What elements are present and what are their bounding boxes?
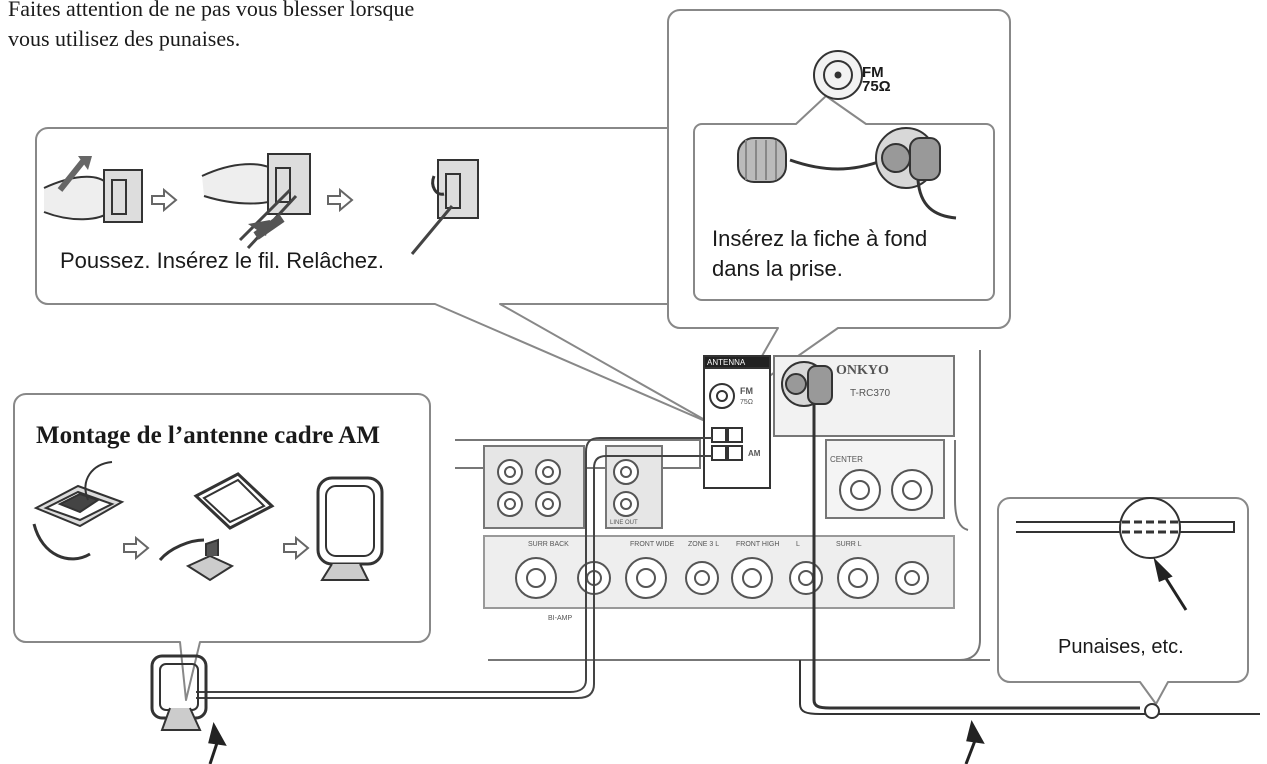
zone-label: ZONE 3 L: [688, 541, 719, 548]
line-out-label: LINE OUT: [610, 520, 638, 526]
panel-am-label: AM: [748, 449, 761, 458]
l-label: L: [796, 541, 800, 548]
arrow-icon: [123, 535, 310, 561]
am-loop-assembly-step-2: [158, 472, 275, 582]
warning-line-1: Faites attention de ne pas vous blesser …: [8, 0, 415, 21]
tacks-callout-box: [997, 497, 1249, 705]
surr-l-label: SURR L: [836, 541, 862, 548]
am-antenna-wire: [196, 437, 712, 699]
front-high-label: FRONT HIGH: [736, 541, 779, 548]
insert-plug-line-2: dans la prise.: [712, 256, 843, 281]
center-label: CENTER: [830, 455, 863, 464]
antenna-label: ANTENNA: [707, 358, 746, 367]
am-loop-assembly-step-3: [316, 476, 384, 581]
bi-amp-label: BI-AMP: [548, 615, 572, 622]
fm-jack-label: FM 75Ω: [862, 64, 891, 95]
insert-wire-step-illustration: [201, 153, 311, 250]
panel-fm-label: FM: [740, 386, 753, 396]
brand-logo: ONKYO: [836, 363, 889, 378]
model-label: T-RC370: [850, 388, 890, 399]
arrow-icon: [151, 187, 354, 213]
fm-jack-name: FM: [862, 64, 884, 81]
speaker-terminals: [497, 459, 933, 599]
antenna-terminal-block: [703, 355, 771, 489]
fm-plug-illustration: [737, 127, 957, 220]
tack-illustration: [1016, 497, 1235, 559]
pointer-arrow-icon: [208, 557, 1188, 764]
am-callout-box: [13, 393, 431, 701]
am-loop-title: Montage de l’antenne cadre AM: [36, 422, 380, 449]
push-step-illustration: [43, 156, 143, 223]
surr-back-label: SURR BACK: [528, 541, 569, 548]
warning-line-2: vous utilisez des punaises.: [8, 26, 241, 51]
fm-jack-impedance: 75Ω: [862, 78, 891, 95]
am-loop-assembly-step-1: [32, 461, 125, 561]
release-step-illustration: [410, 159, 479, 255]
insert-plug-line-1: Insérez la fiche à fond: [712, 226, 928, 251]
front-wide-label: FRONT WIDE: [630, 541, 675, 548]
push-wire-caption: Poussez. Insérez le fil. Relâchez.: [60, 248, 385, 273]
fm-antenna-cable: [781, 361, 1260, 719]
am-loop-antenna-icon: [150, 654, 208, 731]
warning-text: Faites attention de ne pas vous blesser …: [8, 0, 414, 54]
tacks-caption: Punaises, etc.: [1058, 636, 1184, 658]
fm-jack-icon: [813, 50, 863, 100]
panel-fm-impedance: 75Ω: [740, 399, 753, 406]
insert-plug-caption: Insérez la fiche à fond dans la prise.: [712, 224, 927, 284]
